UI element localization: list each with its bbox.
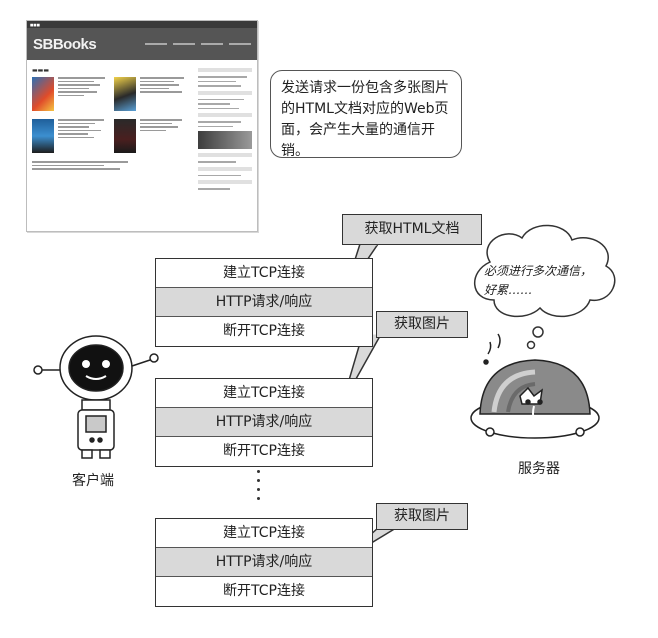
client-label: 客户端 (72, 473, 114, 489)
thumbnail-body: ▬▬▬ (27, 60, 257, 197)
http-request-row: HTTP请求/响应 (156, 548, 372, 577)
tcp-close-row: 断开TCP连接 (223, 323, 305, 339)
website-thumbnail: ■■■ SBBooks ▬▬▬ (26, 20, 258, 232)
thumbnail-header: SBBooks (27, 28, 257, 60)
callout-get-image: 获取图片 (376, 503, 468, 530)
server-label: 服务器 (518, 461, 560, 477)
http-request-row: HTTP请求/响应 (156, 408, 372, 437)
thumbnail-section-title: ▬▬▬ (32, 67, 50, 74)
tcp-group-2: 建立TCP连接 HTTP请求/响应 断开TCP连接 (155, 378, 373, 467)
http-request-row: HTTP请求/响应 (156, 288, 372, 317)
tcp-close-row: 断开TCP连接 (223, 583, 305, 599)
thumbnail-sidebar (198, 64, 252, 193)
tcp-group-1: 建立TCP连接 HTTP请求/响应 断开TCP连接 (155, 258, 373, 347)
callout-get-image: 获取图片 (376, 311, 468, 338)
thought-cloud (473, 224, 616, 350)
thumbnail-main: ▬▬▬ (32, 64, 192, 193)
thumbnail-sidebar-banner (198, 131, 252, 149)
client-robot-icon (33, 335, 159, 459)
tcp-close-row: 断开TCP连接 (223, 443, 305, 459)
book-cover-image (114, 119, 136, 153)
book-cover-image (32, 119, 54, 153)
thumbnail-logo: SBBooks (33, 35, 97, 53)
callout-get-html: 获取HTML文档 (342, 214, 482, 245)
thumbnail-book-row (32, 119, 192, 153)
ellipsis-dots (256, 470, 262, 506)
thumbnail-topbar: ■■■ (27, 21, 257, 28)
book-cover-image (114, 77, 136, 111)
thumbnail-nav (145, 43, 251, 45)
tcp-open-row: 建立TCP连接 (156, 519, 372, 548)
tcp-open-row: 建立TCP连接 (156, 259, 372, 288)
overhead-note: 发送请求一份包含多张图片的HTML文档对应的Web页面，会产生大量的通信开销。 (270, 70, 462, 159)
server-thought-text: 必须进行多次通信，好累…… (484, 264, 593, 297)
server-dome-icon (470, 333, 600, 439)
book-cover-image (32, 77, 54, 111)
tcp-group-3: 建立TCP连接 HTTP请求/响应 断开TCP连接 (155, 518, 373, 607)
thumbnail-topbar-mark: ■■■ (30, 22, 40, 27)
thumbnail-book-row (32, 77, 192, 111)
tcp-open-row: 建立TCP连接 (156, 379, 372, 408)
